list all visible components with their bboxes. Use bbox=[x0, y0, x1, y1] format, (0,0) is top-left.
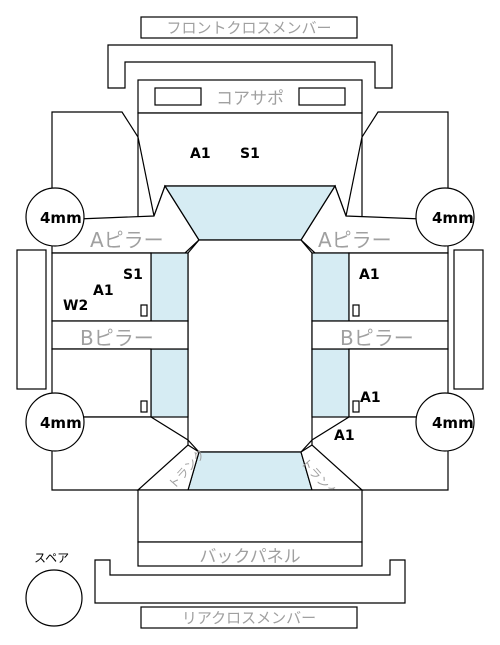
left-side-sill[interactable] bbox=[16, 249, 47, 390]
rear-left-window[interactable] bbox=[150, 348, 189, 418]
front-cross-member-label: フロントクロスメンバー bbox=[166, 19, 331, 37]
tire-front-left[interactable] bbox=[25, 187, 85, 247]
code-front-left-door-w2: W2 bbox=[63, 298, 88, 314]
code-hood-a1: A1 bbox=[190, 146, 211, 162]
rear-right-door-handle bbox=[352, 400, 360, 413]
b-pillar-right[interactable] bbox=[311, 320, 449, 350]
back-panel-label: バックパネル bbox=[199, 547, 300, 567]
rear-right-window[interactable] bbox=[311, 348, 350, 418]
code-rear-right-quarter-a1: A1 bbox=[334, 428, 355, 444]
tire-rear-right[interactable] bbox=[415, 392, 475, 452]
front-right-door-handle bbox=[352, 304, 360, 317]
front-cross-member-box[interactable] bbox=[140, 16, 358, 39]
roof[interactable] bbox=[187, 239, 313, 453]
a-pillar-left-label: Aピラー bbox=[90, 228, 164, 252]
tire-rear-right-label: 4mm bbox=[432, 414, 474, 432]
spare-label: スペア bbox=[34, 551, 69, 565]
headlight-left[interactable] bbox=[154, 87, 202, 106]
rear-bumper[interactable] bbox=[94, 559, 406, 604]
rear-cross-member-box[interactable] bbox=[140, 606, 358, 629]
core-support-label: コアサポ bbox=[216, 89, 284, 109]
rear-cross-member-label: リアクロスメンバー bbox=[182, 609, 316, 627]
code-front-left-door-s1: S1 bbox=[123, 267, 143, 283]
code-front-left-door-a1: A1 bbox=[93, 283, 114, 299]
front-left-door-handle bbox=[140, 304, 148, 317]
code-front-right-door-a1: A1 bbox=[359, 267, 380, 283]
front-bumper[interactable] bbox=[107, 44, 393, 89]
headlight-right[interactable] bbox=[298, 87, 346, 106]
front-left-window[interactable] bbox=[150, 252, 189, 322]
back-panel[interactable] bbox=[137, 541, 363, 567]
tire-front-right[interactable] bbox=[415, 187, 475, 247]
a-pillar-right-label: Aピラー bbox=[318, 228, 392, 252]
front-right-door[interactable] bbox=[348, 252, 449, 322]
trunk-lid[interactable] bbox=[137, 489, 363, 543]
tire-rear-left[interactable] bbox=[25, 392, 85, 452]
b-pillar-left-label: Bピラー bbox=[80, 326, 154, 350]
front-right-window[interactable] bbox=[311, 252, 350, 322]
right-side-sill[interactable] bbox=[453, 249, 484, 390]
tire-rear-left-label: 4mm bbox=[40, 414, 82, 432]
spare-tire[interactable] bbox=[25, 569, 83, 627]
rear-left-door-handle bbox=[140, 400, 148, 413]
b-pillar-right-label: Bピラー bbox=[340, 326, 414, 350]
code-rear-right-door-a1: A1 bbox=[360, 390, 381, 406]
tire-front-left-label: 4mm bbox=[40, 209, 82, 227]
code-hood-s1: S1 bbox=[240, 146, 260, 162]
tire-front-right-label: 4mm bbox=[432, 209, 474, 227]
